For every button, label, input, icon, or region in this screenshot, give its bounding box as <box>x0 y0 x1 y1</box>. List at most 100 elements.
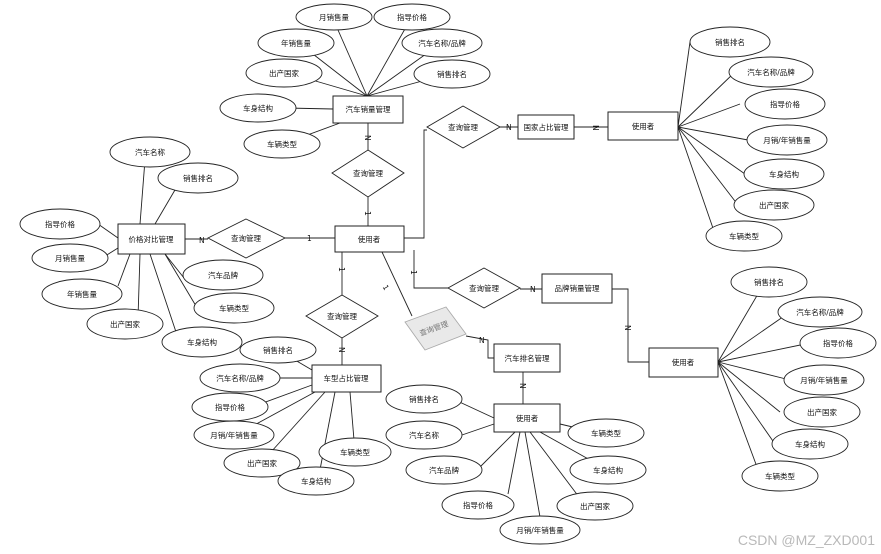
attr-body-structure: 车身结构 <box>569 455 647 485</box>
relationships: 查询管理 查询管理 查询管理 查询管理 查询管理 查询管理 <box>207 105 521 351</box>
attr-car-brand: 汽车品牌 <box>405 455 483 485</box>
svg-text:国家占比管理: 国家占比管理 <box>524 122 569 132</box>
svg-text:指导价格: 指导价格 <box>770 99 800 109</box>
relation-query-price: 查询管理 <box>207 218 287 259</box>
svg-text:车辆类型: 车辆类型 <box>729 231 759 241</box>
svg-text:汽车品牌: 汽车品牌 <box>429 465 459 475</box>
attr-vehicle-type: 车辆类型 <box>567 418 645 448</box>
svg-text:指导价格: 指导价格 <box>397 12 427 22</box>
attr-annual-sales: 年销售量 <box>257 28 335 58</box>
attr-vehicle-type: 车辆类型 <box>705 220 783 252</box>
attr-origin-country: 出产国家 <box>556 491 634 521</box>
attr-monthly-sales: 月销售量 <box>31 243 109 273</box>
attr-guide-price: 指导价格 <box>441 490 515 520</box>
relation-query-rank: 查询管理 <box>404 306 467 351</box>
svg-text:车辆类型: 车辆类型 <box>267 139 297 149</box>
svg-text:使用者: 使用者 <box>516 413 539 423</box>
attr-origin-country: 出产国家 <box>223 448 301 478</box>
attr-monthly-annual-sales: 月销/年销售量 <box>193 420 275 450</box>
attr-car-name-brand: 汽车名称/品牌 <box>728 56 814 88</box>
svg-text:销售排名: 销售排名 <box>263 345 293 355</box>
card-1-top: 1 <box>363 211 372 216</box>
svg-text:出产国家: 出产国家 <box>247 458 277 468</box>
card-1-rank: 1 <box>381 283 391 292</box>
attr-origin-country: 出产国家 <box>86 308 164 340</box>
card-n-brand: N <box>530 285 536 294</box>
svg-text:查询管理: 查询管理 <box>469 283 499 293</box>
attr-vehicle-type: 车辆类型 <box>741 460 819 492</box>
attr-monthly-annual-sales: 月销/年销售量 <box>746 124 828 156</box>
attrs-user-right-top: 销售排名 汽车名称/品牌 指导价格 月销/年销售量 车身结构 出产国家 车辆类型 <box>689 26 828 252</box>
attr-body-structure: 车身结构 <box>161 326 243 358</box>
relation-query-brand: 查询管理 <box>447 267 521 309</box>
svg-text:车辆类型: 车辆类型 <box>765 471 795 481</box>
svg-text:销售排名: 销售排名 <box>715 37 745 47</box>
svg-text:车身结构: 车身结构 <box>187 337 217 347</box>
attr-monthly-annual-sales: 月销/年销售量 <box>499 515 581 545</box>
card-n-country-user: N <box>591 125 600 131</box>
svg-text:汽车名称: 汽车名称 <box>135 147 165 157</box>
attr-body-structure: 车身结构 <box>771 428 849 460</box>
attr-car-name-brand: 汽车名称/品牌 <box>401 28 483 58</box>
attr-origin-country: 出产国家 <box>733 189 815 221</box>
card-1-model: 1 <box>337 267 346 272</box>
watermark: CSDN @MZ_ZXD001 <box>737 532 875 548</box>
entity-user-right-bottom: 使用者 <box>648 347 719 378</box>
entity-user-right-top: 使用者 <box>607 111 679 141</box>
attr-sales-rank: 销售排名 <box>385 384 463 414</box>
entity-user-center: 使用者 <box>334 225 405 253</box>
card-n-top: N <box>363 135 372 141</box>
svg-text:出产国家: 出产国家 <box>110 319 140 329</box>
attr-body-structure: 车身结构 <box>743 158 825 190</box>
attr-car-name: 汽车名称 <box>385 420 463 450</box>
relation-query-top: 查询管理 <box>331 149 405 198</box>
svg-text:车身结构: 车身结构 <box>301 476 331 486</box>
svg-text:指导价格: 指导价格 <box>823 338 853 348</box>
svg-text:年销售量: 年销售量 <box>281 38 311 48</box>
svg-text:销售排名: 销售排名 <box>437 69 467 79</box>
svg-text:月销/年销售量: 月销/年销售量 <box>210 430 258 440</box>
card-n-brand-user: N <box>623 325 632 331</box>
attr-sales-rank: 销售排名 <box>157 162 239 194</box>
svg-text:查询管理: 查询管理 <box>231 233 261 243</box>
svg-text:月销/年销售量: 月销/年销售量 <box>800 375 848 385</box>
attrs-model-share: 销售排名 汽车名称/品牌 指导价格 月销/年销售量 出产国家 车辆类型 车身结构 <box>191 336 392 496</box>
svg-text:查询管理: 查询管理 <box>448 122 478 132</box>
entity-country-share: 国家占比管理 <box>517 114 575 140</box>
card-n-rank: N <box>479 336 485 345</box>
svg-text:销售排名: 销售排名 <box>183 173 213 183</box>
svg-text:查询管理: 查询管理 <box>327 311 357 321</box>
svg-text:出产国家: 出产国家 <box>759 200 789 210</box>
svg-text:汽车排名管理: 汽车排名管理 <box>505 353 550 363</box>
card-n-rank-user: N <box>518 383 527 389</box>
svg-text:汽车品牌: 汽车品牌 <box>208 270 238 280</box>
attr-sales-rank: 销售排名 <box>730 266 808 298</box>
svg-text:月销/年销售量: 月销/年销售量 <box>763 135 811 145</box>
svg-text:月销售量: 月销售量 <box>55 253 85 263</box>
attr-guide-price: 指导价格 <box>19 208 101 240</box>
card-n-price: N <box>199 236 205 245</box>
attr-sales-rank: 销售排名 <box>413 59 491 89</box>
attr-annual-sales: 年销售量 <box>41 278 123 310</box>
svg-text:汽车名称: 汽车名称 <box>409 430 439 440</box>
attr-monthly-sales: 月销售量 <box>295 3 373 31</box>
entity-brand-sales: 品牌销量管理 <box>541 273 613 304</box>
attrs-sales-mgmt: 月销售量 指导价格 年销售量 汽车名称/品牌 出产国家 销售排名 车身结构 车辆… <box>219 3 491 159</box>
relation-query-model: 查询管理 <box>305 294 379 339</box>
attr-guide-price: 指导价格 <box>191 392 269 422</box>
entity-sales-mgmt: 汽车销量管理 <box>332 95 404 124</box>
attr-guide-price: 指导价格 <box>744 88 826 120</box>
entity-user-bottom: 使用者 <box>493 403 561 433</box>
svg-text:使用者: 使用者 <box>358 234 381 244</box>
entity-model-share: 车型占比管理 <box>311 364 382 393</box>
attr-car-name: 汽车名称 <box>109 136 191 168</box>
attr-body-structure: 车身结构 <box>219 93 297 123</box>
svg-text:年销售量: 年销售量 <box>67 289 97 299</box>
svg-text:车身结构: 车身结构 <box>593 465 623 475</box>
attr-car-brand: 汽车品牌 <box>182 259 264 291</box>
svg-text:出产国家: 出产国家 <box>269 68 299 78</box>
svg-text:月销/年销售量: 月销/年销售量 <box>516 525 564 535</box>
svg-text:车身结构: 车身结构 <box>795 439 825 449</box>
relation-query-country: 查询管理 <box>426 105 501 149</box>
